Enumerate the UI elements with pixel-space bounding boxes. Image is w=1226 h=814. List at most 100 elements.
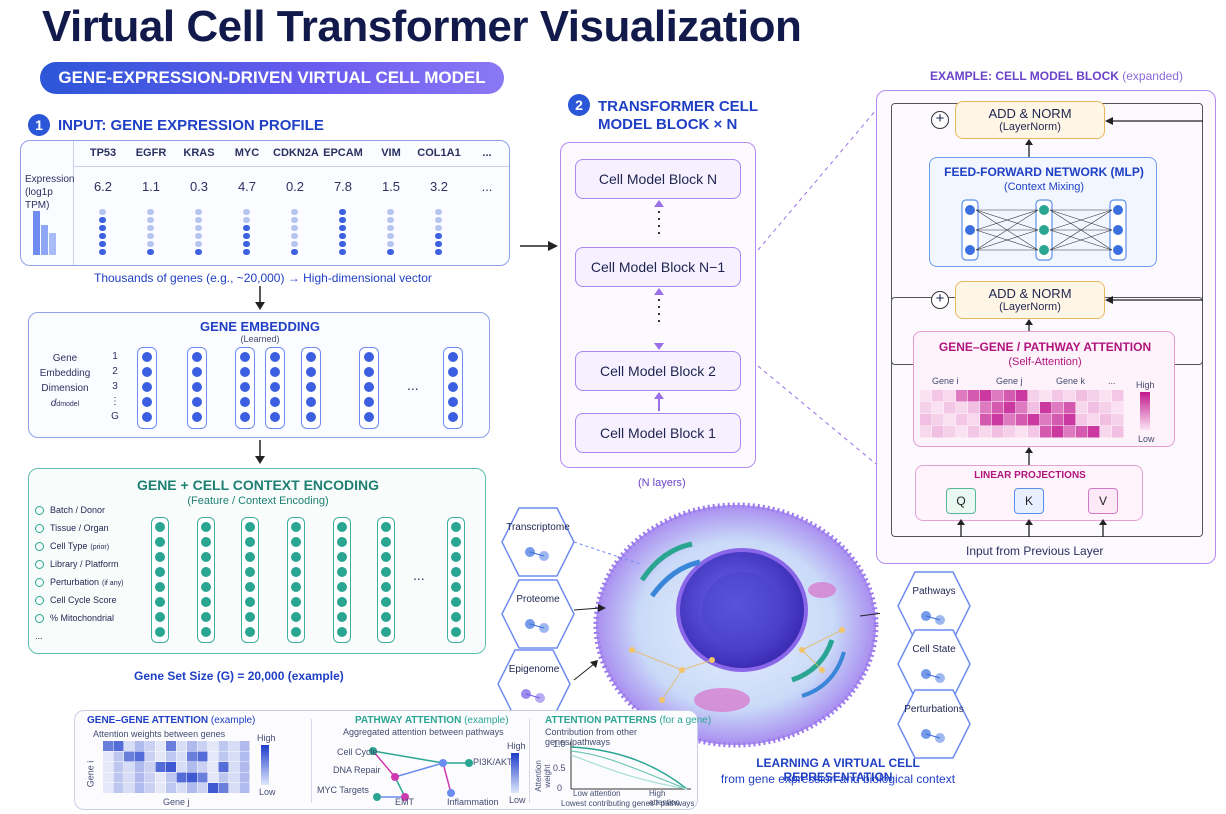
add-icon-top: +: [931, 111, 949, 129]
gg-cell: [113, 772, 124, 783]
ap-x-label: Lowest contributing genes / pathways: [561, 799, 695, 808]
transformer-stack: Cell Model Block N Cell Model Block N−1 …: [560, 142, 756, 468]
embedding-indices: 1 2 3 ⋮ G: [109, 349, 121, 424]
att-gene-k: Gene k: [1056, 376, 1086, 386]
expression-dot: [387, 249, 394, 255]
perturbation-icon: [35, 578, 44, 588]
arrow-down-2: [255, 440, 265, 464]
embedding-dot: [192, 397, 202, 407]
attention-cell: [1064, 414, 1076, 426]
embedding-vector: [187, 347, 207, 429]
context-dot: [245, 582, 255, 592]
context-vector: [377, 517, 395, 643]
attention-cell: [932, 390, 944, 402]
embedding-dot: [142, 367, 152, 377]
attention-cell: [1052, 390, 1064, 402]
gene-header-row: [73, 143, 509, 167]
gg-cell: [218, 751, 229, 762]
gg-cell: [134, 772, 145, 783]
gg-cell: [197, 783, 208, 793]
context-feature-label: Tissue / Organ: [50, 523, 109, 533]
context-dot: [245, 552, 255, 562]
layer-norm-label: (LayerNorm): [999, 301, 1061, 313]
gg-cell: [197, 772, 208, 783]
stack-connector-2: [654, 288, 664, 350]
pw-node-myc-targets: MYC Targets: [317, 785, 369, 795]
embedding-dot: [270, 352, 280, 362]
embedding-dot: [306, 412, 316, 422]
gg-cell: [134, 751, 145, 762]
context-dot: [291, 552, 301, 562]
context-dot: [245, 597, 255, 607]
expression-dot: [147, 233, 154, 239]
att-gene-ellipsis: ...: [1108, 376, 1116, 386]
gg-cell: [166, 762, 176, 772]
gg-cell: [176, 751, 187, 762]
context-feature-label: Cell Type: [50, 541, 88, 551]
hex-label: Transcriptome: [506, 522, 570, 533]
context-dot: [155, 567, 165, 577]
gg-cell: [208, 772, 218, 783]
ap-tick: 0: [557, 783, 563, 793]
context-dot: [381, 567, 391, 577]
hex-frame: [501, 579, 575, 649]
expanded-block-panel: ADD & NORM (LayerNorm) + FEED-FORWARD NE…: [876, 90, 1216, 564]
gg-cell: [166, 741, 176, 751]
context-feature-label: Perturbation: [50, 577, 100, 587]
virtual-cell-illustration: [593, 502, 879, 748]
expression-dot: [339, 217, 346, 223]
pw-title-main: PATHWAY ATTENTION: [355, 715, 462, 726]
attention-cell: [1076, 402, 1088, 414]
expression-dot: [387, 209, 394, 215]
context-title: GENE + CELL CONTEXT ENCODING: [136, 477, 380, 493]
attention-cell: [1100, 414, 1112, 426]
section-2-title-line2: MODEL BLOCK × N: [598, 116, 738, 133]
attention-cell: [980, 402, 992, 414]
context-dot: [337, 612, 347, 622]
perturbations-hex: Perturbations: [896, 688, 972, 760]
embedding-dot: [240, 382, 250, 392]
expression-dot: [435, 209, 442, 215]
attention-cell: [1052, 402, 1064, 414]
attention-cell: [920, 414, 932, 426]
embedding-panel: GENE EMBEDDING (Learned) Gene Embedding …: [28, 312, 490, 438]
expression-dot: [387, 217, 394, 223]
gg-cell: [145, 741, 155, 751]
context-dot: [451, 597, 461, 607]
expression-dot: [99, 225, 106, 231]
context-dot: [337, 597, 347, 607]
input-from-previous-layer: Input from Previous Layer: [966, 544, 1104, 558]
example-title: EXAMPLE: CELL MODEL BLOCK (expanded): [930, 69, 1183, 83]
embedding-dot: [448, 352, 458, 362]
expression-value: 3.2: [429, 179, 449, 194]
embedding-dot: [142, 352, 152, 362]
context-dot: [201, 567, 211, 577]
embedding-vector: [443, 347, 463, 429]
gg-cell: [229, 741, 239, 751]
context-dot: [337, 567, 347, 577]
mlp-node: [1113, 205, 1123, 215]
attention-cell: [1028, 390, 1040, 402]
expression-dot: [99, 241, 106, 247]
attention-cell: [1076, 426, 1088, 438]
embedding-dot: [448, 382, 458, 392]
pw-sub: Aggregated attention between pathways: [343, 727, 504, 737]
embedding-dot: [448, 412, 458, 422]
mlp-edge: [975, 209, 1039, 231]
embedding-dot: [364, 412, 374, 422]
mlp-node: [965, 205, 975, 215]
attention-colorbar: [1140, 392, 1150, 430]
embedding-dot: [364, 367, 374, 377]
gg-cell: [124, 751, 134, 762]
expression-vector: [99, 209, 107, 255]
cell-connector-arrows: [573, 541, 880, 681]
input-caption: Thousands of genes (e.g., ~20,000) → Hig…: [94, 271, 432, 285]
context-feature-label: % Mitochondrial: [50, 613, 115, 623]
context-dot: [381, 582, 391, 592]
person-icon: [35, 506, 44, 516]
gene-header: MYC: [234, 147, 260, 159]
context-dot: [291, 567, 301, 577]
gg-cell: [113, 783, 124, 793]
attention-cell: [1076, 414, 1088, 426]
embedding-dot: [364, 397, 374, 407]
